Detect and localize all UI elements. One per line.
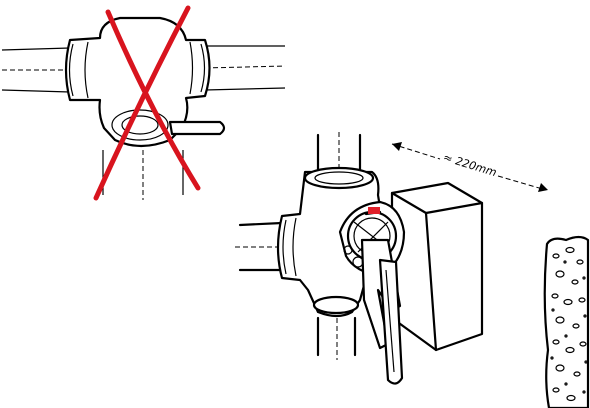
position-indicator-mark <box>368 207 380 214</box>
vertical-pipe <box>316 132 362 360</box>
horizontal-pipe <box>235 221 284 272</box>
arrowhead-left-icon <box>392 142 402 151</box>
arrowhead-right-icon <box>538 183 548 192</box>
clearance-dimension-label: ≈ 220mm <box>442 151 499 180</box>
manual-lever-handle <box>360 238 404 385</box>
incorrect-installation <box>1 5 286 201</box>
incorrect-valve-body <box>64 16 226 148</box>
incorrect-pipe-horizontal <box>1 45 286 93</box>
correct-valve-body <box>276 166 384 318</box>
red-x-cross-icon <box>93 5 201 201</box>
correct-installation <box>235 132 484 385</box>
clearance-dimension: ≈ 220mm <box>391 142 548 192</box>
actuator-box <box>390 181 484 352</box>
wall-section <box>543 235 590 408</box>
